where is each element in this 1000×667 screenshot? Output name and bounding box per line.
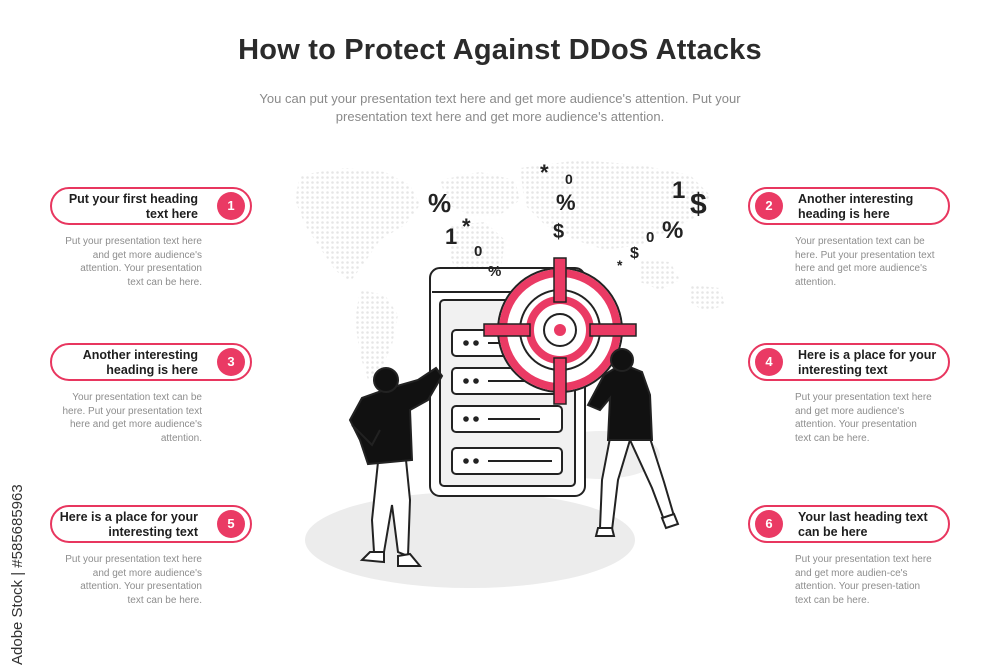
symbol-asterisk: * bbox=[540, 160, 549, 185]
step-3-pill: Another interesting heading is here 3 bbox=[50, 343, 252, 381]
floating-symbols: % 1 * 0 % * 0 % $ 1 $ % 0 $ * 0 % bbox=[428, 160, 707, 280]
symbol-asterisk: * bbox=[462, 214, 471, 239]
symbol-zero: 0 bbox=[565, 171, 573, 187]
page-subtitle: You can put your presentation text here … bbox=[259, 91, 741, 124]
person-right bbox=[586, 348, 680, 537]
target-crosshair-icon bbox=[483, 257, 637, 405]
stock-watermark: Adobe Stock | #585685963 bbox=[9, 484, 26, 665]
step-4-number-badge: 4 bbox=[755, 348, 783, 376]
step-6-pill: 6 Your last heading text can be here bbox=[748, 505, 950, 543]
step-4-heading: Here is a place for your interesting tex… bbox=[798, 348, 937, 377]
symbol-percent: % bbox=[556, 190, 576, 215]
symbol-zero: 0 bbox=[646, 229, 654, 246]
symbol-percent: % bbox=[662, 217, 683, 244]
floor-shadow bbox=[305, 492, 635, 588]
step-6-heading: Your last heading text can be here bbox=[798, 510, 928, 539]
step-1-number-badge: 1 bbox=[217, 192, 245, 220]
step-6-number-badge: 6 bbox=[755, 510, 783, 538]
symbol-dollar: $ bbox=[553, 221, 564, 243]
symbol-percent: % bbox=[428, 188, 451, 218]
symbol-one: 1 bbox=[445, 224, 457, 249]
symbol-dollar: $ bbox=[630, 245, 639, 262]
step-4-text: Put your presentation text here and get … bbox=[795, 392, 932, 444]
symbol-dollar: $ bbox=[690, 188, 707, 221]
step-6-text: Put your presentation text here and get … bbox=[795, 554, 932, 606]
watermark-text: Adobe Stock | #585685963 bbox=[9, 484, 26, 665]
step-2-heading: Another interesting heading is here bbox=[798, 192, 914, 221]
step-3-text: Your presentation text can be here. Put … bbox=[62, 392, 202, 444]
step-2-pill: 2 Another interesting heading is here bbox=[748, 187, 950, 225]
world-map bbox=[295, 160, 725, 380]
step-3-heading: Another interesting heading is here bbox=[82, 348, 198, 377]
step-4-pill: 4 Here is a place for your interesting t… bbox=[748, 343, 950, 381]
symbol-percent: % bbox=[488, 263, 501, 280]
page-title: How to Protect Against DDoS Attacks bbox=[238, 34, 762, 66]
step-2-text: Your presentation text can be here. Put … bbox=[795, 236, 935, 288]
step-1-heading: Put your first heading text here bbox=[68, 192, 198, 221]
step-5-pill: Here is a place for your interesting tex… bbox=[50, 505, 252, 543]
step-5-text: Put your presentation text here and get … bbox=[65, 554, 202, 606]
symbol-one: 1 bbox=[672, 177, 685, 204]
symbol-zero: 0 bbox=[474, 243, 482, 260]
person-left bbox=[348, 366, 444, 567]
step-2-number-badge: 2 bbox=[755, 192, 783, 220]
step-3-number-badge: 3 bbox=[217, 348, 245, 376]
symbol-asterisk: * bbox=[617, 257, 623, 273]
step-1-pill: Put your first heading text here 1 bbox=[50, 187, 252, 225]
step-5-number-badge: 5 bbox=[217, 510, 245, 538]
step-5-heading: Here is a place for your interesting tex… bbox=[59, 510, 198, 539]
step-1-text: Put your presentation text here and get … bbox=[65, 236, 202, 288]
